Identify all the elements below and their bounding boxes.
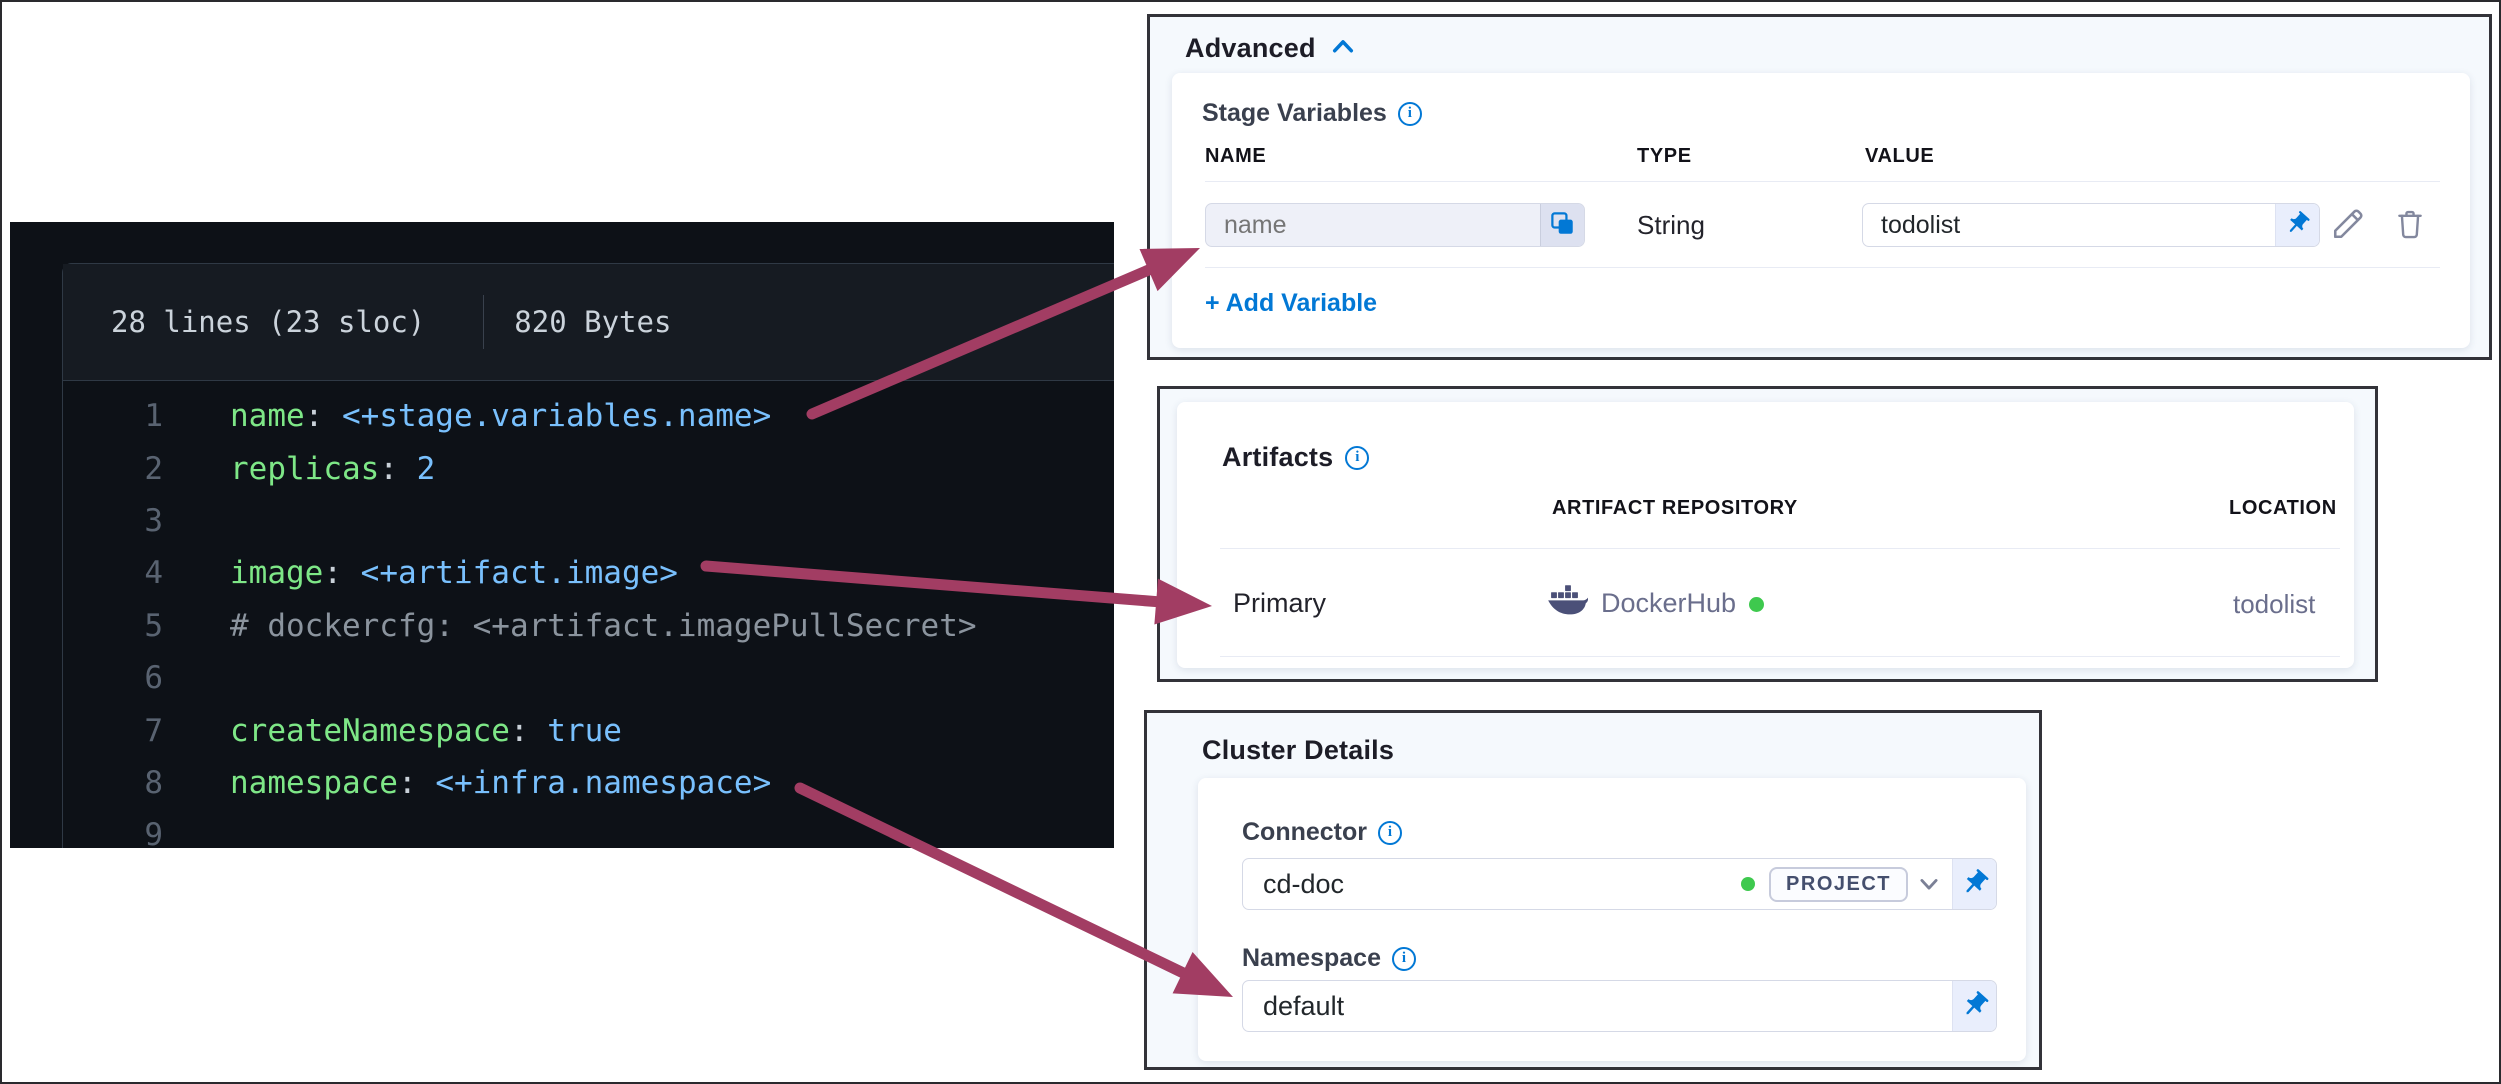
artifacts-label: Artifacts <box>1222 442 1334 472</box>
pin-icon <box>1960 868 1990 901</box>
pin-icon <box>2284 210 2311 240</box>
column-header-location: LOCATION <box>2229 497 2337 519</box>
code-line: 1 name: <+stage.variables.name> <box>63 390 1114 442</box>
column-header-artifact-repository: ARTIFACT REPOSITORY <box>1552 497 1798 519</box>
stage-variables-card: Stage Variables i NAME TYPE VALUE String <box>1172 73 2470 348</box>
runtime-pin-button[interactable] <box>2275 204 2319 246</box>
advanced-panel: Advanced Stage Variables i NAME TYPE VAL… <box>1147 14 2492 360</box>
line-number: 6 <box>144 660 163 697</box>
variable-name-input[interactable] <box>1206 210 1540 240</box>
code-text: namespace: <+infra.namespace> <box>230 764 772 801</box>
code-line: 8 namespace: <+infra.namespace> <box>63 757 1114 809</box>
copy-button[interactable] <box>1540 204 1584 246</box>
info-icon[interactable]: i <box>1378 820 1402 845</box>
code-text: createNamespace: true <box>230 712 622 749</box>
code-line: 6 <box>63 652 1114 704</box>
scope-badge[interactable]: PROJECT <box>1769 866 1908 902</box>
variable-value-input[interactable] <box>1863 210 2275 240</box>
line-number: 5 <box>144 607 163 644</box>
column-header-name: NAME <box>1205 145 1267 167</box>
copy-icon <box>1549 210 1576 240</box>
divider <box>1205 267 2440 268</box>
code-text: name: <+stage.variables.name> <box>230 398 772 435</box>
cluster-details-panel: Cluster Details Connector i PROJECT <box>1144 710 2042 1070</box>
namespace-label-row: Namespace i <box>1242 944 1416 973</box>
code-text: # dockercfg: <+artifact.imagePullSecret> <box>230 607 977 644</box>
delete-variable-button[interactable] <box>2390 205 2430 245</box>
artifact-location-value: todolist <box>2233 589 2316 619</box>
namespace-input[interactable] <box>1243 990 1952 1022</box>
artifact-repository-value: DockerHub <box>1601 588 1737 618</box>
line-number: 2 <box>144 450 163 487</box>
code-line: 9 <box>63 809 1114 848</box>
trash-icon <box>2393 207 2427 244</box>
line-number: 4 <box>144 555 163 592</box>
variable-value-field <box>1862 203 2320 247</box>
code-viewer-panel: 28 lines (23 sloc) 820 Bytes 1 name: <+st… <box>10 222 1114 848</box>
namespace-field <box>1242 980 1997 1032</box>
artifact-row-label: Primary <box>1233 588 1326 618</box>
runtime-pin-button[interactable] <box>1952 981 1996 1031</box>
line-number: 9 <box>144 817 163 848</box>
advanced-section-toggle[interactable]: Advanced <box>1185 33 1356 64</box>
connector-label: Connector <box>1242 818 1367 846</box>
pin-icon <box>1960 990 1990 1023</box>
divider <box>1220 656 2340 657</box>
variable-type-value: String <box>1637 210 1705 240</box>
advanced-title: Advanced <box>1185 33 1316 63</box>
code-line: 5 # dockercfg: <+artifact.imagePullSecret… <box>63 600 1114 652</box>
code-lines: 1 name: <+stage.variables.name> 2 replicas:… <box>63 381 1114 848</box>
divider <box>1220 548 2340 549</box>
connector-field: PROJECT <box>1242 858 1997 910</box>
column-header-value: VALUE <box>1865 145 1935 167</box>
file-size-label: 820 Bytes <box>514 305 672 339</box>
line-number: 3 <box>144 502 163 539</box>
connector-label-row: Connector i <box>1242 818 1402 847</box>
stage-variables-heading: Stage Variables i <box>1202 99 1422 128</box>
code-line: 3 <box>63 495 1114 547</box>
artifacts-card: Artifacts i ARTIFACT REPOSITORY LOCATION… <box>1177 402 2354 668</box>
add-variable-button[interactable]: + Add Variable <box>1205 289 1378 317</box>
namespace-label: Namespace <box>1242 944 1381 972</box>
runtime-pin-button[interactable] <box>1952 859 1996 909</box>
code-text: image: <+artifact.image> <box>230 555 678 592</box>
chevron-up-icon <box>1330 35 1356 62</box>
cluster-details-title: Cluster Details <box>1202 735 1395 765</box>
header-divider <box>483 295 485 349</box>
info-icon[interactable]: i <box>1345 445 1370 470</box>
code-file-header: 28 lines (23 sloc) 820 Bytes <box>63 264 1114 381</box>
line-number: 1 <box>144 398 163 435</box>
edit-variable-button[interactable] <box>2328 205 2368 245</box>
artifacts-panel: Artifacts i ARTIFACT REPOSITORY LOCATION… <box>1157 386 2378 682</box>
code-line: 2 replicas: 2 <box>63 442 1114 494</box>
code-line: 7 createNamespace: true <box>63 704 1114 756</box>
status-dot-green <box>1741 877 1756 891</box>
code-line: 4 image: <+artifact.image> <box>63 547 1114 599</box>
file-stats-label: 28 lines (23 sloc) <box>111 305 426 339</box>
divider <box>1205 181 2440 182</box>
status-dot-green <box>1749 597 1764 612</box>
column-header-type: TYPE <box>1637 145 1692 167</box>
info-icon[interactable]: i <box>1391 946 1416 971</box>
info-icon[interactable]: i <box>1397 101 1422 126</box>
chevron-down-icon[interactable] <box>1916 873 1942 895</box>
cluster-details-card: Connector i PROJECT Namespace i <box>1198 778 2026 1061</box>
line-number: 8 <box>144 764 163 801</box>
artifacts-heading: Artifacts i <box>1222 442 1370 473</box>
variable-name-field <box>1205 203 1585 247</box>
line-number: 7 <box>144 712 163 749</box>
stage-variables-label: Stage Variables <box>1202 99 1387 127</box>
connector-input[interactable] <box>1243 868 1742 900</box>
docker-whale-icon <box>1547 584 1589 623</box>
code-text: replicas: 2 <box>230 450 436 487</box>
code-file-box: 28 lines (23 sloc) 820 Bytes 1 name: <+st… <box>62 263 1114 848</box>
pencil-icon <box>2330 206 2366 245</box>
